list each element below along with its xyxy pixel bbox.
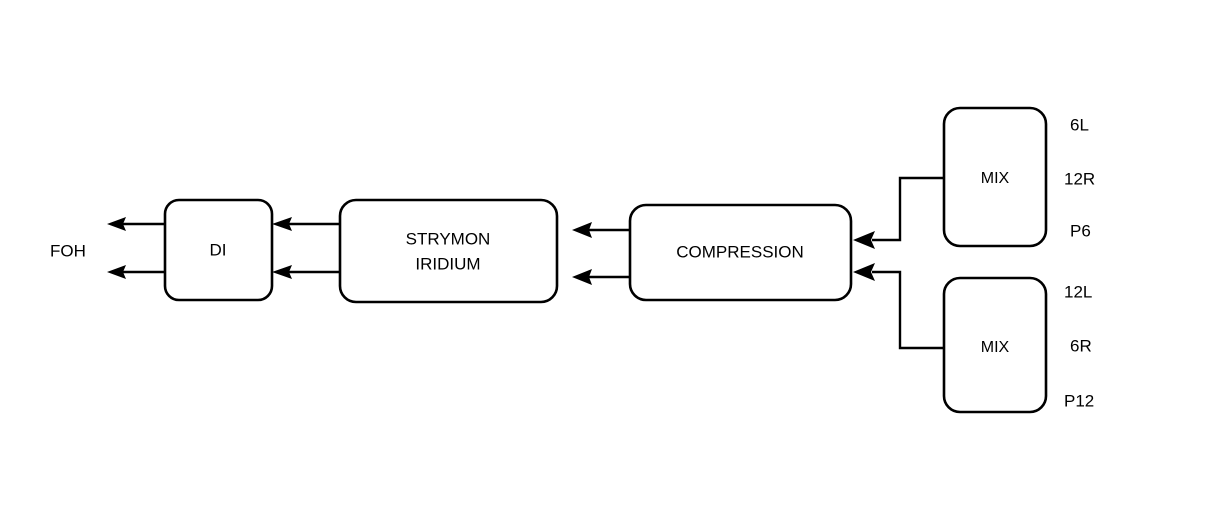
edge-mix-bottom-to-compression (853, 263, 944, 350)
node-compression[interactable]: COMPRESSION (628, 203, 853, 302)
edge-strymon-to-di-lower (272, 265, 340, 279)
port-label-p6: P6 (1070, 221, 1091, 240)
port-label-12l: 12L (1064, 282, 1092, 301)
terminal-foh-label: FOH (50, 241, 86, 260)
node-mix-top-label: MIX (981, 170, 1010, 187)
arrow-head-icon (272, 217, 292, 231)
node-di-shape[interactable] (163, 198, 274, 302)
node-mix-bottom-shape[interactable] (942, 276, 1048, 414)
port-label-6l: 6L (1070, 115, 1089, 134)
arrow-head-icon (853, 263, 875, 281)
arrow-head-icon (272, 265, 292, 279)
arrow-head-icon (853, 231, 875, 249)
node-mix-top-shape[interactable] (942, 106, 1048, 248)
node-mix-bottom-label: MIX (981, 339, 1010, 356)
arrow-head-icon (107, 265, 126, 279)
node-mix-bottom[interactable]: MIX (942, 276, 1048, 414)
edge-strymon-to-di-upper (272, 217, 340, 231)
port-label-p12: P12 (1064, 391, 1094, 410)
node-mix-top[interactable]: MIX (942, 106, 1048, 248)
arrow-head-icon (572, 222, 592, 238)
node-di-label: DI (210, 240, 227, 259)
node-strymon-iridium-label-line2: IRIDIUM (415, 254, 480, 273)
node-strymon-iridium[interactable]: STRYMON IRIDIUM (338, 198, 559, 304)
edge-di-to-foh-lower (107, 265, 165, 279)
node-strymon-iridium-label-line1: STRYMON (406, 229, 491, 248)
edge-compression-to-strymon-upper (572, 222, 630, 238)
node-compression-shape[interactable] (628, 203, 853, 302)
edge-di-to-foh-upper (107, 217, 165, 231)
arrow-head-icon (107, 217, 126, 231)
port-label-6r: 6R (1070, 336, 1092, 355)
node-strymon-iridium-shape[interactable] (338, 198, 559, 304)
edge-compression-to-strymon-lower (572, 269, 630, 285)
arrow-head-icon (572, 269, 592, 285)
node-di[interactable]: DI (163, 198, 274, 302)
node-compression-label: COMPRESSION (676, 242, 804, 261)
port-label-12r: 12R (1064, 169, 1095, 188)
edge-mix-top-to-compression (853, 176, 944, 249)
